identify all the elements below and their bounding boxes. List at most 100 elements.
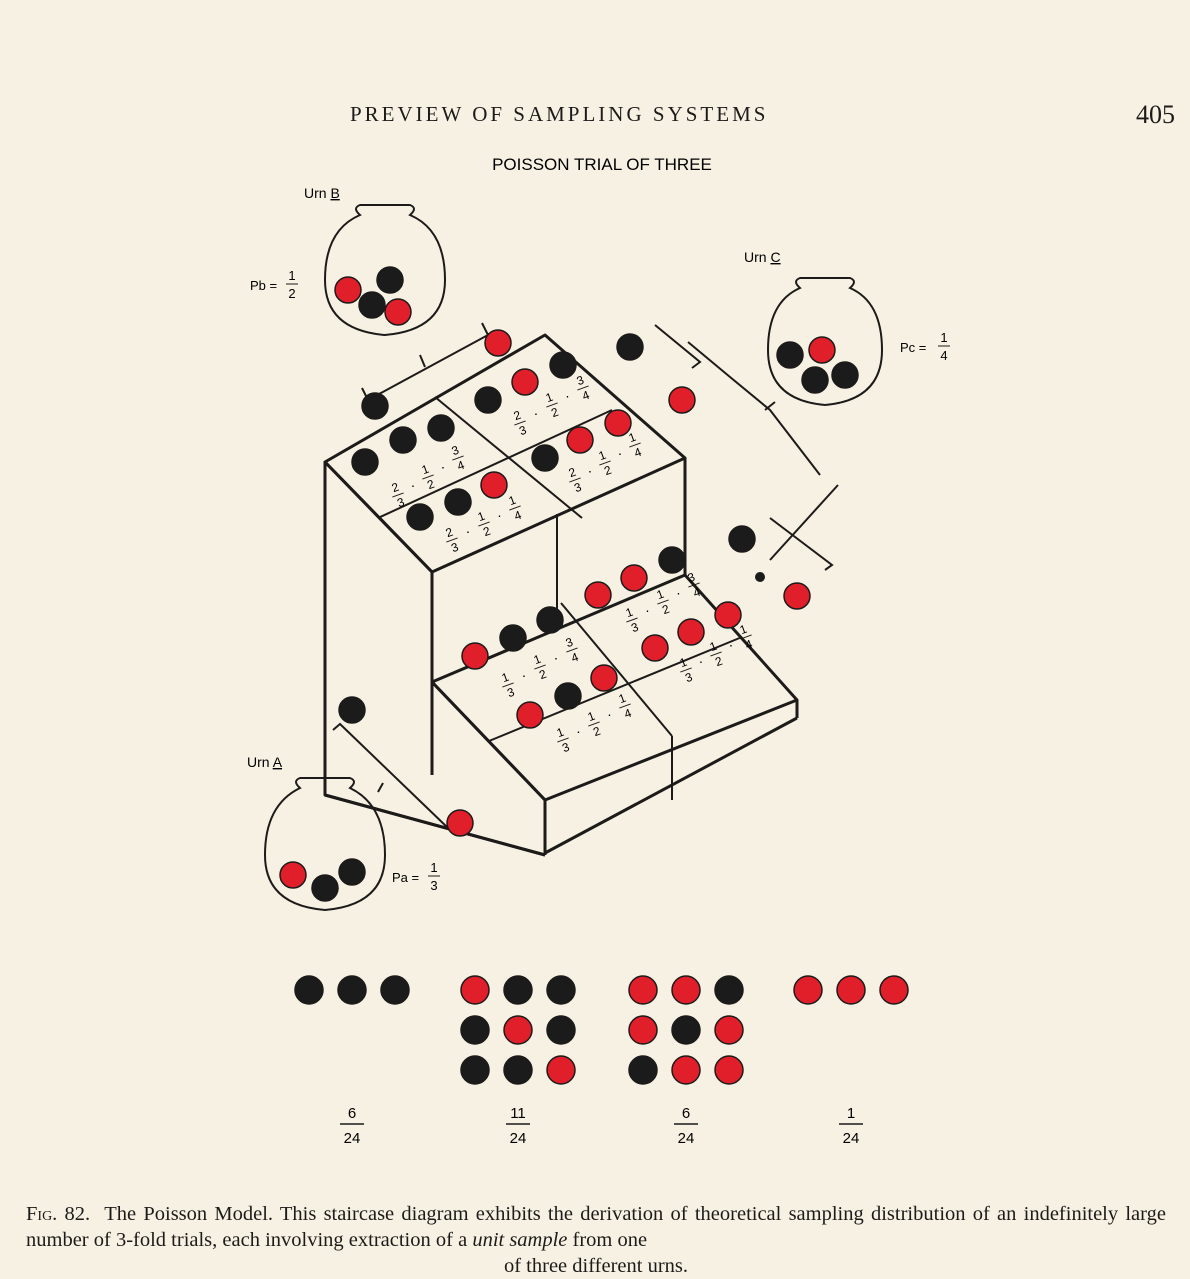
multiply-dot: · — [522, 667, 527, 683]
red-ball — [546, 1055, 576, 1085]
urn-b-red-ball — [384, 298, 412, 326]
multiply-dot: · — [497, 507, 502, 523]
red-ball — [604, 409, 632, 437]
fraction-numerator: 1 — [476, 509, 487, 525]
figure-title: POISSON TRIAL OF THREE — [492, 155, 712, 174]
fraction-bar — [557, 737, 569, 743]
fraction-bar — [740, 634, 752, 640]
fraction-denominator: 4 — [622, 706, 633, 722]
cell-fraction: 23 — [512, 408, 529, 439]
fraction-numerator: 1 — [420, 462, 431, 478]
black-ball — [427, 414, 455, 442]
cell-fraction: 12 — [708, 639, 725, 670]
fraction-denominator: 4 — [691, 585, 702, 601]
poisson-figure: POISSON TRIAL OF THREE Urn B Pb = 1 2 Ur… — [247, 155, 950, 1147]
multiply-dot: · — [565, 388, 570, 404]
drawn-red-ball — [783, 582, 811, 610]
fraction-bar — [509, 505, 521, 511]
cell-fraction: 23 — [444, 525, 461, 556]
cell-fraction: 12 — [586, 709, 603, 740]
cell-fraction: 23 — [390, 480, 407, 511]
fraction-denominator: 2 — [537, 667, 548, 683]
red-ball — [671, 975, 701, 1005]
cell-fraction: 23 — [567, 465, 584, 496]
fraction-bar — [452, 455, 464, 461]
outcome-prob-numerator: 6 — [682, 1105, 690, 1122]
black-ball — [380, 975, 410, 1005]
urn-a-probability: Pa = 1 3 — [392, 860, 440, 893]
red-ball — [480, 471, 508, 499]
svg-text:Pa =: Pa = — [392, 870, 419, 885]
red-ball — [714, 1015, 744, 1045]
urn-a: Urn A Pa = 1 3 — [247, 754, 440, 912]
cell-fraction: 12 — [597, 448, 614, 479]
urn-c-label: Urn C — [744, 249, 781, 265]
fraction-numerator: 1 — [544, 390, 555, 406]
fraction-bar — [629, 442, 641, 448]
outcome-group-4: 124 — [793, 975, 909, 1147]
red-ball — [836, 975, 866, 1005]
cell-fraction: 12 — [655, 587, 672, 618]
figure-caption: Fig. 82. The Poisson Model. This stairca… — [26, 1201, 1166, 1279]
multiply-dot: · — [699, 653, 704, 669]
red-ball — [677, 618, 705, 646]
cell-fraction: 12 — [544, 390, 561, 421]
outcome-prob-denominator: 24 — [510, 1130, 527, 1147]
fraction-denominator: 4 — [569, 650, 580, 666]
multiply-dot: · — [729, 637, 734, 653]
red-ball — [641, 634, 669, 662]
fraction-denominator: 3 — [517, 423, 528, 439]
drawn-black-ball — [338, 696, 366, 724]
red-ball — [503, 1015, 533, 1045]
fraction-numerator: 1 — [678, 655, 689, 671]
multiply-dot: · — [676, 585, 681, 601]
urn-b-black-ball — [358, 291, 386, 319]
fraction-denominator: 3 — [683, 670, 694, 686]
fraction-denominator: 2 — [713, 654, 724, 670]
red-ball — [620, 564, 648, 592]
fraction-denominator: 2 — [591, 724, 602, 740]
svg-text:2: 2 — [288, 286, 295, 301]
fraction-numerator: 1 — [586, 709, 597, 725]
fraction-denominator: 3 — [449, 540, 460, 556]
urn-a-label: Urn A — [247, 754, 283, 770]
fraction-numerator: 1 — [532, 652, 543, 668]
fraction-numerator: 1 — [597, 448, 608, 464]
fraction-numerator: 1 — [555, 725, 566, 741]
black-ball — [658, 546, 686, 574]
urn-b: Urn B Pb = 1 2 — [250, 185, 447, 337]
black-ball — [628, 1055, 658, 1085]
outcome-prob-denominator: 24 — [843, 1130, 860, 1147]
fraction-bar — [478, 521, 490, 527]
cell-fraction: 14 — [738, 622, 755, 653]
black-ball — [714, 975, 744, 1005]
fraction-denominator: 3 — [560, 740, 571, 756]
urn-a-black-ball — [311, 874, 339, 902]
svg-text:1: 1 — [430, 860, 437, 875]
outcome-group-3: 624 — [628, 975, 744, 1147]
drawn-black-ball — [616, 333, 644, 361]
urn-c-black-ball — [831, 361, 859, 389]
urn-b-red-ball — [334, 276, 362, 304]
urn-a-red-ball — [279, 861, 307, 889]
cell-fraction: 13 — [555, 725, 572, 756]
dot-marker — [755, 572, 765, 582]
multiply-dot: · — [576, 723, 581, 739]
caption-text-3: of three different urns. — [503, 1254, 689, 1277]
urn-c-probability: Pc = 1 4 — [900, 330, 950, 363]
multiply-dot: · — [607, 706, 612, 722]
urn-c-red-ball — [808, 336, 836, 364]
urn-b-black-ball — [376, 266, 404, 294]
caption-emph: unit sample — [472, 1228, 568, 1251]
multiply-dot: · — [554, 650, 559, 666]
fraction-bar — [577, 385, 589, 391]
multiply-dot: · — [588, 463, 593, 479]
red-ball — [566, 426, 594, 454]
fraction-numerator: 1 — [708, 639, 719, 655]
